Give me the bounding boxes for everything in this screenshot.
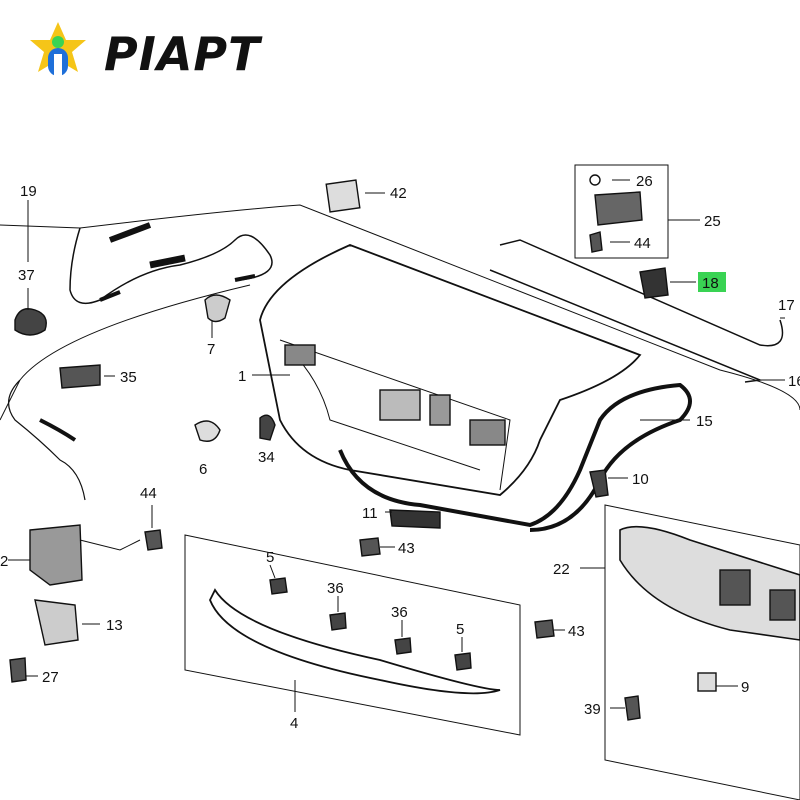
brand-header: PIAPT bbox=[22, 18, 261, 90]
group-outline-top bbox=[0, 204, 800, 411]
latch-motor-25 bbox=[594, 191, 643, 226]
callout-4: 4 bbox=[290, 715, 298, 732]
bracket-13 bbox=[34, 599, 79, 646]
highlight-badge bbox=[698, 272, 726, 292]
bolt-27 bbox=[9, 657, 27, 683]
group-outline-left bbox=[19, 284, 251, 381]
brand-name: PIAPT bbox=[104, 27, 261, 81]
clip-set-11 bbox=[389, 509, 441, 529]
clip-10 bbox=[589, 469, 609, 498]
group-outline-22 bbox=[604, 504, 800, 800]
callout-5-left: 5 bbox=[266, 549, 274, 566]
bolt-44-latch bbox=[144, 529, 163, 551]
lower-cable bbox=[8, 379, 86, 501]
washer-26 bbox=[589, 174, 601, 186]
callout-25: 25 bbox=[704, 213, 721, 230]
callout-1: 1 bbox=[238, 368, 246, 385]
callout-2: 2 bbox=[0, 553, 8, 570]
latch-2 bbox=[29, 524, 83, 586]
garnish-22 bbox=[619, 525, 800, 641]
callout-19: 19 bbox=[20, 183, 37, 200]
callout-42: 42 bbox=[390, 185, 407, 202]
callout-7: 7 bbox=[207, 341, 215, 358]
cap-9 bbox=[697, 672, 717, 692]
callout-13: 13 bbox=[106, 617, 123, 634]
callout-10: 10 bbox=[632, 471, 649, 488]
clip-5-left bbox=[269, 577, 288, 595]
cable-clamp-19 bbox=[108, 222, 152, 243]
bolt-39 bbox=[624, 695, 641, 721]
callout-43-right: 43 bbox=[568, 623, 585, 640]
trunk-lid-1 bbox=[259, 244, 642, 496]
group-outline-4 bbox=[184, 534, 521, 736]
callout-34: 34 bbox=[258, 449, 275, 466]
clip-36-right bbox=[394, 637, 412, 655]
callout-27: 27 bbox=[42, 669, 59, 686]
clip-5-right bbox=[454, 652, 472, 671]
callout-9: 9 bbox=[741, 679, 749, 696]
bolt-44-top bbox=[589, 231, 603, 253]
callout-16: 16 bbox=[788, 373, 800, 390]
pad-42 bbox=[325, 179, 361, 213]
piapt-logo-icon bbox=[30, 22, 86, 76]
part-18 bbox=[639, 267, 669, 299]
callout-37: 37 bbox=[18, 267, 35, 284]
spoiler-4 bbox=[209, 588, 501, 695]
clip-36-left bbox=[329, 612, 347, 631]
cap-6 bbox=[194, 420, 221, 442]
grommet-7 bbox=[204, 294, 231, 323]
callout-5-right: 5 bbox=[456, 621, 464, 638]
nut-43-top bbox=[359, 537, 381, 557]
callout-36-left: 36 bbox=[327, 580, 344, 597]
torsion-rod-17 bbox=[499, 239, 784, 347]
release-cable bbox=[69, 227, 273, 305]
callout-26: 26 bbox=[636, 173, 653, 190]
nut-43-right bbox=[534, 619, 555, 639]
callout-22: 22 bbox=[553, 561, 570, 578]
bracket-35 bbox=[59, 364, 101, 389]
callout-15: 15 bbox=[696, 413, 713, 430]
callout-11: 11 bbox=[362, 505, 378, 522]
callout-39: 39 bbox=[584, 701, 601, 718]
callout-labels: 19 37 42 26 25 44 18 17 16 1 15 10 7 35 … bbox=[0, 173, 800, 732]
callout-44-latch: 44 bbox=[140, 485, 157, 502]
cable-connector bbox=[149, 254, 186, 269]
callout-44-top: 44 bbox=[634, 235, 651, 252]
plug-34 bbox=[259, 414, 276, 441]
clip-37 bbox=[14, 308, 47, 336]
callout-36-right: 36 bbox=[391, 604, 408, 621]
callout-43-top: 43 bbox=[398, 540, 415, 557]
callout-6: 6 bbox=[199, 461, 207, 478]
callout-18: 18 bbox=[702, 275, 719, 292]
callout-17: 17 bbox=[778, 297, 795, 314]
group-outline-25 bbox=[574, 164, 669, 259]
callout-35: 35 bbox=[120, 369, 137, 386]
